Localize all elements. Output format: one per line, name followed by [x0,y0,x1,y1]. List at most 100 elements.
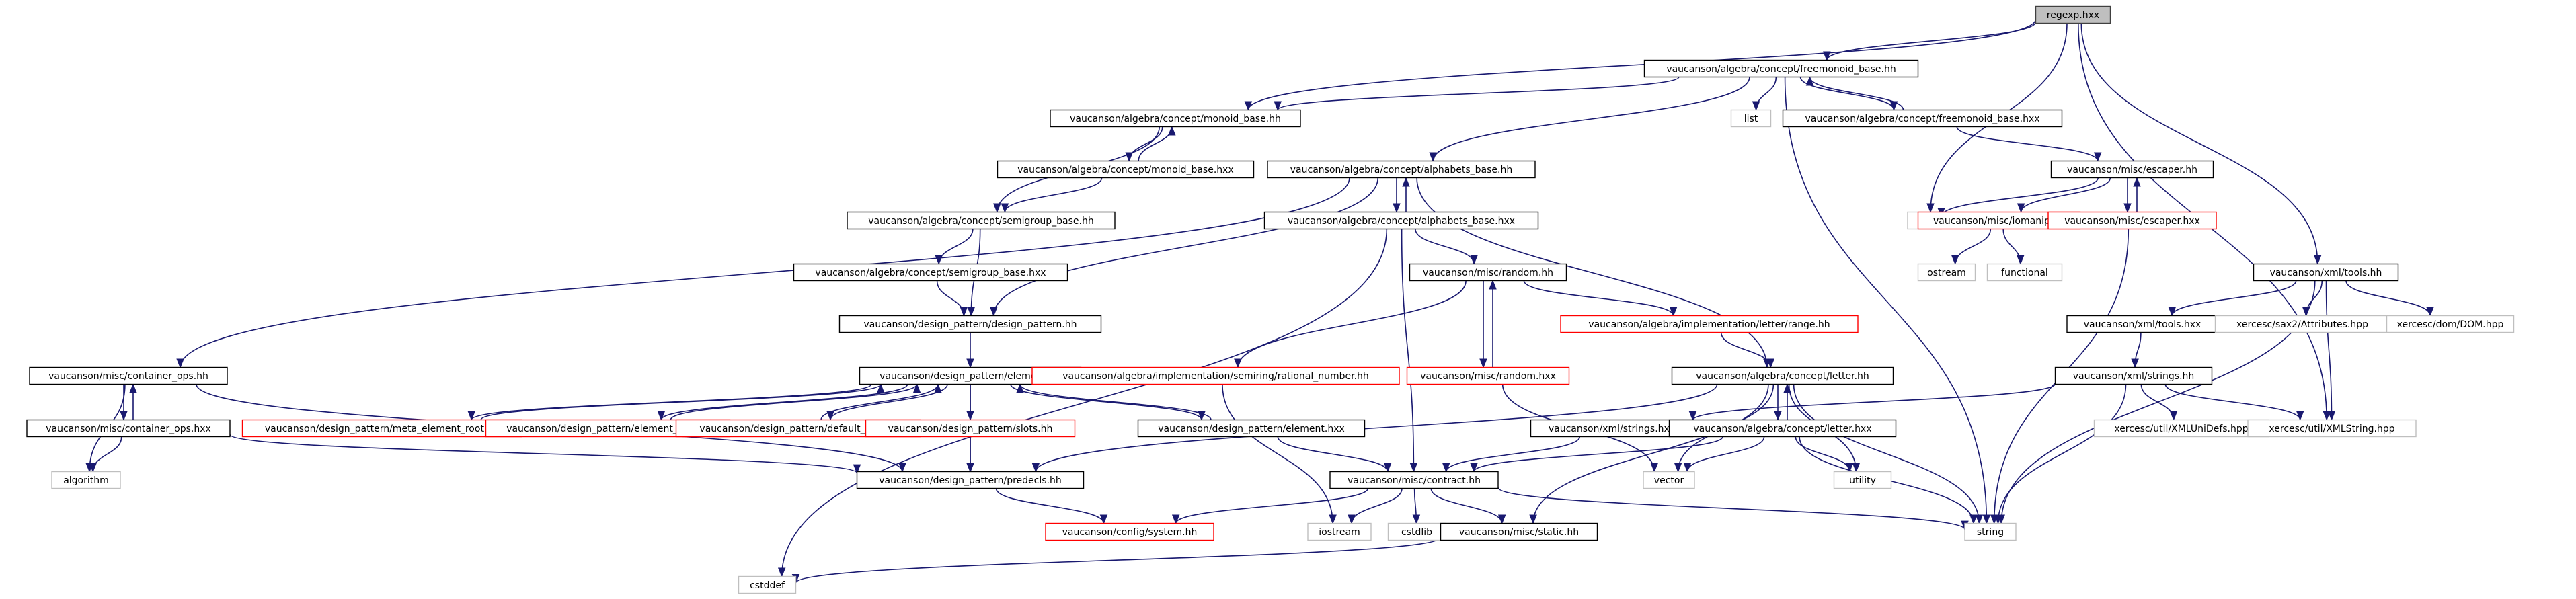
node-slots-hh[interactable]: vaucanson/design_pattern/slots.hh [865,419,1076,438]
node-label: vaucanson/design_pattern/meta_element_ro… [265,424,499,434]
node-xml-tools-hh[interactable]: vaucanson/xml/tools.hh [2253,263,2399,282]
node-box [1668,419,1897,438]
node-label: vaucanson/design_pattern/element_ops.hh [506,424,709,434]
node-xml-uni-defs-hpp[interactable]: xercesc/util/XMLUniDefs.hpp [2093,419,2269,438]
node-label: vaucanson/xml/tools.hxx [2084,319,2201,330]
node-range-hh[interactable]: vaucanson/algebra/implementation/letter/… [1560,315,1859,333]
node-ostream[interactable]: ostream [1917,263,1976,282]
node-container-ops-hxx[interactable]: vaucanson/misc/container_ops.hxx [26,419,231,438]
node-label: vaucanson/design_pattern/element.hh [880,371,1061,382]
node-label: vaucanson/algebra/concept/letter.hh [1696,371,1869,382]
node-box [1050,109,1301,128]
edge-alphabets-base-hxx-to-contract-hh [1401,229,1418,473]
node-box [847,211,1116,230]
node-dom-hpp[interactable]: xercesc/dom/DOM.hpp [2386,315,2515,333]
edge-default-ops-hh-to-element-hh [820,383,942,420]
edge-contract-hh-to-iostream [1348,488,1403,524]
node-predecls-hh[interactable]: vaucanson/design_pattern/predecls.hh [856,471,1085,489]
node-label: xercesc/dom/DOM.hpp [2397,319,2504,330]
node-label: xercesc/util/XMLString.hpp [2269,424,2394,434]
node-box [997,160,1255,179]
edge-element-ops-hh-to-element-hh [670,383,921,420]
edge-regexp-hxx-to-xml-tools-hh [2080,23,2322,265]
node-box [1307,522,1372,541]
node-label: vaucanson/misc/escaper.hh [2067,165,2197,175]
node-cstdlib[interactable]: cstdlib [1387,522,1446,541]
edge-freemonoid-base-hxx-to-freemonoid-base-hh [1805,76,1904,110]
edge-letter-hh-to-string [1793,384,1984,524]
node-label: string [1977,527,2004,538]
node-element-hxx[interactable]: vaucanson/design_pattern/element.hxx [1137,419,1366,438]
node-label: cstdlib [1401,527,1432,538]
edge-freemonoid-base-hh-to-monoid-base-hh [1274,76,1680,111]
node-cstddef[interactable]: cstddef [738,575,797,594]
node-xml-strings-hh[interactable]: vaucanson/xml/strings.hh [2054,366,2213,385]
edge-element-hxx-to-element-hh [1016,383,1212,420]
node-monoid-base-hh[interactable]: vaucanson/algebra/concept/monoid_base.hh [1050,109,1301,128]
edge-escaper-hh-to-iomanip-hh [2017,177,2111,213]
node-letter-hh[interactable]: vaucanson/algebra/concept/letter.hh [1671,366,1894,385]
edge-xml-strings-hxx-to-contract-hh [1442,436,1581,473]
node-semigroup-base-hxx[interactable]: vaucanson/algebra/concept/semigroup_base… [793,263,1068,282]
edge-random-hh-to-rational-number-hh [1234,280,1467,368]
node-vector[interactable]: vector [1643,471,1695,489]
edge-alphabets-base-hh-to-container-ops-hh [176,177,1350,368]
node-system-hh[interactable]: vaucanson/config/system.hh [1045,522,1214,541]
node-list[interactable]: list [1730,109,1772,128]
node-label: vaucanson/misc/contract.hh [1348,475,1481,486]
edge-regexp-hxx-to-monoid-base-hh [1244,19,2037,111]
edge-semigroup-base-hh-to-semigroup-base-hxx [935,229,974,265]
node-label: vaucanson/algebra/concept/monoid_base.hh [1070,114,1281,124]
edge-xml-tools-hh-to-dom-hpp [2345,280,2434,317]
edge-element-hh-to-default-ops-hh [826,384,948,421]
node-algorithm[interactable]: algorithm [51,471,121,489]
node-random-hxx[interactable]: vaucanson/misc/random.hxx [1406,366,1570,385]
node-rational-number-hh[interactable]: vaucanson/algebra/implementation/semirin… [1031,366,1400,385]
node-functional[interactable]: functional [1986,263,2063,282]
node-letter-hxx[interactable]: vaucanson/algebra/concept/letter.hxx [1668,419,1897,438]
node-regexp-hxx[interactable]: regexp.hxx [2035,5,2111,24]
node-escaper-hxx[interactable]: vaucanson/misc/escaper.hxx [2047,211,2217,230]
edge-monoid-base-hh-to-monoid-base-hxx [1125,126,1163,162]
node-box [1730,109,1772,128]
node-container-ops-hh[interactable]: vaucanson/misc/container_ops.hh [29,366,228,385]
edge-letter-hxx-to-contract-hh [1470,436,1723,473]
node-freemonoid-base-hh[interactable]: vaucanson/algebra/concept/freemonoid_bas… [1643,59,1919,78]
edge-xml-strings-hh-to-xml-uni-defs-hpp [2140,384,2178,421]
edge-element-hxx-to-contract-hh [1277,436,1392,473]
node-static-hh[interactable]: vaucanson/misc/static.hh [1440,522,1598,541]
node-box [1643,59,1919,78]
node-box [1045,522,1214,541]
node-random-hh[interactable]: vaucanson/misc/random.hh [1409,263,1567,282]
edge-letter-hh-to-predecls-hh [1031,384,1718,473]
node-monoid-base-hxx[interactable]: vaucanson/algebra/concept/monoid_base.hx… [997,160,1255,179]
node-alphabets-base-hh[interactable]: vaucanson/algebra/concept/alphabets_base… [1267,160,1536,179]
node-box [2066,315,2218,333]
node-utility[interactable]: utility [1833,471,1892,489]
node-label: vaucanson/misc/container_ops.hxx [46,424,211,434]
node-label: vaucanson/design_pattern/element.hxx [1158,424,1345,434]
node-contract-hh[interactable]: vaucanson/misc/contract.hh [1329,471,1499,489]
node-semigroup-base-hh[interactable]: vaucanson/algebra/concept/semigroup_base… [847,211,1116,230]
node-box [2093,419,2269,438]
node-label: algorithm [63,475,109,486]
node-box [1986,263,2063,282]
node-box [1964,522,2017,541]
edge-element-hh-to-element-ops-hh [657,384,908,421]
node-meta-element-root-hh[interactable]: vaucanson/design_pattern/meta_element_ro… [241,419,522,438]
node-escaper-hh[interactable]: vaucanson/misc/escaper.hh [2050,160,2214,179]
node-xml-strings-hxx[interactable]: vaucanson/xml/strings.hxx [1530,419,1694,438]
node-box [1387,522,1446,541]
node-string[interactable]: string [1964,522,2017,541]
node-iostream[interactable]: iostream [1307,522,1372,541]
node-alphabets-base-hxx[interactable]: vaucanson/algebra/concept/alphabets_base… [1263,211,1539,230]
node-xml-string-hpp[interactable]: xercesc/util/XMLString.hpp [2247,419,2417,438]
edge-iomanip-hh-to-functional [2002,229,2025,265]
node-box [2054,366,2213,385]
node-box [865,419,1076,438]
node-xml-tools-hxx[interactable]: vaucanson/xml/tools.hxx [2066,315,2218,333]
node-design-pattern-hh[interactable]: vaucanson/design_pattern/design_pattern.… [838,315,1102,333]
node-sax2-attributes-hpp[interactable]: xercesc/sax2/Attributes.hpp [2214,315,2390,333]
node-freemonoid-base-hxx[interactable]: vaucanson/algebra/concept/freemonoid_bas… [1782,109,2063,128]
